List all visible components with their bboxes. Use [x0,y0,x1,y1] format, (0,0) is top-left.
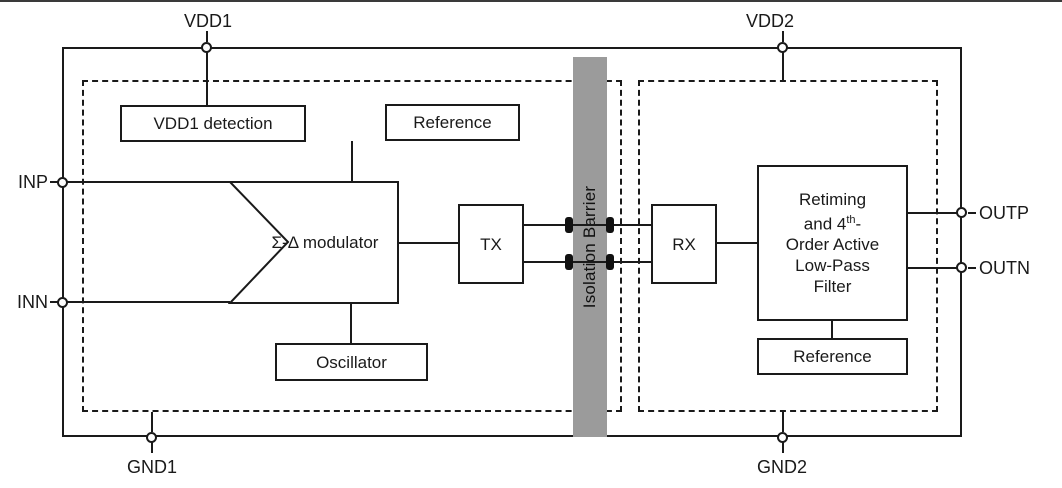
modulator-polygon [228,181,399,304]
reference-right-block: Reference [757,338,908,375]
wire-outn-stub [968,267,976,269]
wire-rx-to-filter [717,242,757,244]
tx-label: TX [480,234,502,254]
label-vdd1: VDD1 [183,11,232,31]
filter-label-line1: Retiming [798,189,867,209]
wire-filter-to-reference [831,321,833,338]
wire-tx-to-rx-upper [524,224,651,226]
tx-block: TX [458,204,524,284]
reference-right-label: Reference [793,347,872,366]
wire-filter-to-outn [908,267,957,269]
pin-inp [57,177,68,188]
filter-label-line5: Filter [813,277,852,297]
label-inp: INP [17,172,48,192]
reference-left-label: Reference [413,113,492,132]
page-top-rule [0,0,1062,2]
left-die-region [82,80,622,412]
filter-label-line3: Order Active [785,235,880,255]
wire-gnd2-stub [782,442,784,453]
label-outn: OUTN [979,258,1030,278]
oscillator-block: Oscillator [275,343,428,381]
filter-label-line2: and 4th- [804,210,861,235]
wire-filter-to-outp [908,212,957,214]
filter-label-line2-post: - [855,214,862,234]
wire-gnd2 [782,412,784,432]
wire-inn [67,301,230,303]
coupling-mark-upper-right [606,217,614,233]
rx-label: RX [672,234,696,254]
filter-label-line2-sup: th [846,213,856,226]
label-vdd2: VDD2 [745,11,794,31]
label-gnd1: GND1 [126,457,177,477]
wire-vdd2 [782,52,784,80]
isolation-barrier-label: Isolation Barrier [580,185,600,309]
rx-block: RX [651,204,717,284]
pin-outp [956,207,967,218]
filter-label-line4: Low-Pass [795,256,870,276]
chip-boundary [62,47,962,437]
pin-vdd1 [201,42,212,53]
filter-label-line2-pre: and 4 [803,214,847,234]
wire-reference-to-modulator [351,141,353,182]
wire-gnd1-stub [151,442,153,453]
pin-vdd2 [777,42,788,53]
wire-modulator-to-oscillator [350,303,352,343]
label-inn: INN [17,292,48,312]
label-outp: OUTP [979,203,1030,223]
right-die-region [638,80,938,412]
wire-inn-stub [50,301,58,303]
coupling-mark-lower-right [606,254,614,270]
coupling-mark-upper-left [565,217,573,233]
wire-vdd2-stub [782,31,784,42]
vdd1-detection-block: VDD1 detection [120,105,306,142]
wire-gnd1 [151,412,153,432]
wire-modulator-to-tx [398,242,458,244]
wire-tx-to-rx-lower [524,261,651,263]
low-pass-filter-block: Retiming and 4th- Order Active Low-Pass … [757,165,908,321]
pin-gnd1 [146,432,157,443]
vdd1-detection-label: VDD1 detection [153,114,273,133]
oscillator-label: Oscillator [316,352,387,372]
label-gnd2: GND2 [756,457,807,477]
pin-outn [956,262,967,273]
isolation-barrier: Isolation Barrier [573,57,607,437]
sigma-delta-modulator-label: Σ-Δ modulator [271,233,379,252]
wire-outp-stub [968,212,976,214]
coupling-mark-lower-left [565,254,573,270]
wire-inp-stub [50,181,58,183]
pin-inn [57,297,68,308]
wire-vdd1 [206,52,208,105]
reference-left-block: Reference [385,104,520,141]
pin-gnd2 [777,432,788,443]
wire-inp [67,181,230,183]
sigma-delta-modulator-shape [228,181,399,304]
wire-vdd1-stub [206,31,208,42]
